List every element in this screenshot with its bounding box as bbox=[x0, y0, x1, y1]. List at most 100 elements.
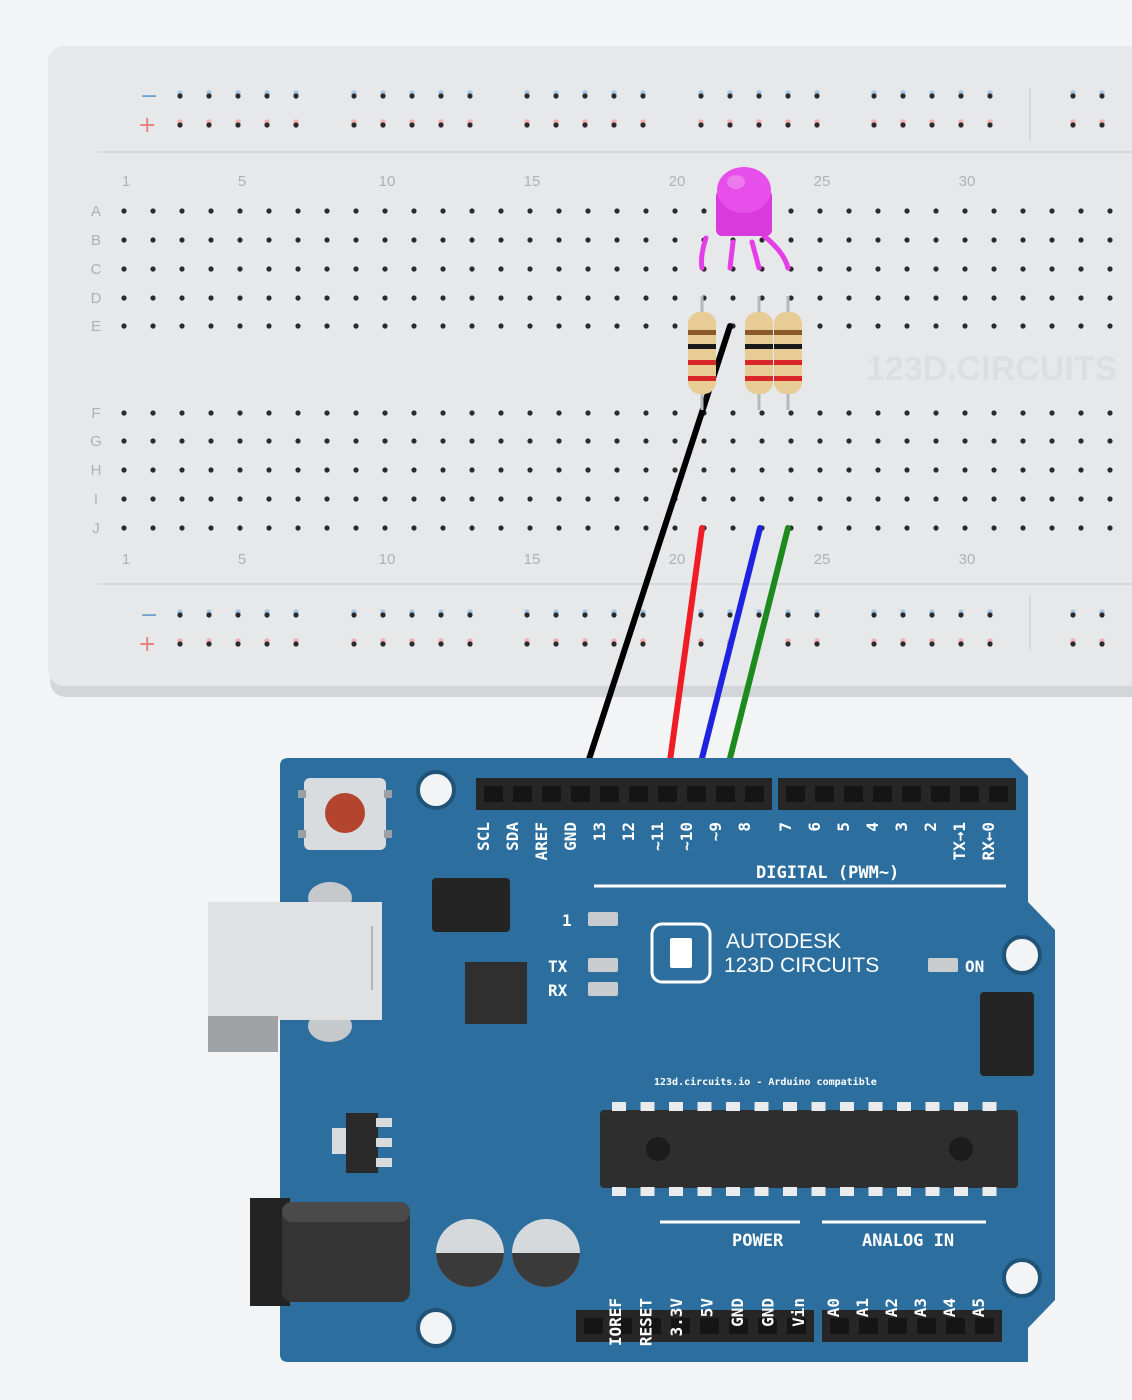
header-pin-socket[interactable] bbox=[745, 786, 764, 802]
row-letter: C bbox=[91, 261, 102, 278]
header-pin-socket[interactable] bbox=[687, 786, 706, 802]
header-pin-socket[interactable] bbox=[513, 786, 532, 802]
header-analog[interactable] bbox=[822, 1310, 1002, 1342]
capacitors bbox=[436, 1219, 580, 1287]
pin-label: 12 bbox=[619, 822, 638, 841]
header-digital-left[interactable] bbox=[476, 778, 772, 810]
analog-in-label: ANALOG IN bbox=[862, 1231, 954, 1251]
header-pin-socket[interactable] bbox=[931, 786, 950, 802]
gnd-wire bbox=[576, 323, 733, 793]
wires[interactable] bbox=[576, 323, 791, 793]
header-pin-socket[interactable] bbox=[613, 1318, 632, 1334]
green-wire bbox=[719, 525, 791, 793]
breadboard[interactable]: 123D.CIRCUITS − + − + 115510101515202025… bbox=[48, 46, 1132, 697]
arduino-board[interactable]: 1 TX RX ON AUTODESK 123D CIRCUITS 123d.c… bbox=[208, 758, 1055, 1362]
column-number: 5 bbox=[238, 173, 246, 190]
pin-label: SCL bbox=[474, 822, 493, 851]
column-number: 1 bbox=[122, 173, 130, 190]
icsp-header-left bbox=[432, 878, 510, 932]
resistor-1 bbox=[688, 296, 716, 410]
resistor-3 bbox=[774, 296, 802, 410]
pin-label: A4 bbox=[940, 1298, 959, 1317]
icsp-header-right bbox=[980, 992, 1034, 1076]
header-pin-socket[interactable] bbox=[729, 1318, 748, 1334]
pin-label: TX→1 bbox=[950, 822, 969, 861]
header-pin-socket[interactable] bbox=[859, 1318, 878, 1334]
pin-label: GND bbox=[561, 822, 580, 851]
pin-label: SDA bbox=[503, 822, 522, 851]
led-rx-label: RX bbox=[548, 981, 568, 1000]
red-wire bbox=[663, 525, 705, 793]
row-letter: H bbox=[91, 462, 102, 479]
header-digital-right[interactable] bbox=[778, 778, 1016, 810]
digital-pwm-label: DIGITAL (PWM~) bbox=[756, 863, 899, 883]
header-pin-socket[interactable] bbox=[815, 786, 834, 802]
column-number: 30 bbox=[959, 551, 976, 568]
resistors[interactable] bbox=[688, 296, 802, 410]
header-pin-socket[interactable] bbox=[960, 786, 979, 802]
header-pin-socket[interactable] bbox=[975, 1318, 994, 1334]
autodesk-logo bbox=[650, 922, 712, 984]
voltage-regulator bbox=[332, 1113, 392, 1173]
header-pin-socket[interactable] bbox=[917, 1318, 936, 1334]
rail-minus-top: − bbox=[140, 84, 158, 109]
pin-label: 3 bbox=[892, 822, 911, 832]
header-pin-socket[interactable] bbox=[902, 786, 921, 802]
column-number: 1 bbox=[122, 551, 130, 568]
pin-label: Vin bbox=[789, 1298, 808, 1327]
header-pin-socket[interactable] bbox=[758, 1318, 777, 1334]
header-pin-socket[interactable] bbox=[716, 786, 735, 802]
rgb-led[interactable] bbox=[699, 167, 791, 271]
microcontroller-pins bbox=[612, 1102, 997, 1196]
pin-label: ~9 bbox=[706, 822, 725, 841]
onboard-leds bbox=[588, 912, 958, 996]
header-pin-socket[interactable] bbox=[584, 1318, 603, 1334]
header-pin-socket[interactable] bbox=[484, 786, 503, 802]
header-pin-socket[interactable] bbox=[700, 1318, 719, 1334]
pin-label: A5 bbox=[969, 1298, 988, 1317]
column-number: 30 bbox=[959, 173, 976, 190]
header-pin-socket[interactable] bbox=[600, 786, 619, 802]
header-pin-socket[interactable] bbox=[629, 786, 648, 802]
header-pin-socket[interactable] bbox=[642, 1318, 661, 1334]
header-pin-socket[interactable] bbox=[946, 1318, 965, 1334]
rail-minus-bottom: − bbox=[140, 603, 158, 628]
header-pin-socket[interactable] bbox=[571, 786, 590, 802]
header-pin-socket[interactable] bbox=[844, 786, 863, 802]
header-pin-socket[interactable] bbox=[787, 1318, 806, 1334]
reset-button[interactable] bbox=[298, 778, 392, 850]
breadboard-watermark: 123D.CIRCUITS bbox=[866, 350, 1117, 388]
header-pin-socket[interactable] bbox=[658, 786, 677, 802]
row-letter: I bbox=[94, 491, 98, 508]
column-number: 25 bbox=[814, 173, 831, 190]
pin-label: IOREF bbox=[606, 1298, 625, 1346]
blue-wire bbox=[691, 525, 763, 793]
pin-label: 5 bbox=[834, 822, 853, 832]
rail-plus-bottom: + bbox=[138, 632, 156, 657]
power-jack bbox=[250, 1198, 410, 1306]
pin-label: 4 bbox=[863, 822, 882, 832]
pin-label: RESET bbox=[637, 1298, 656, 1346]
pin-label: 13 bbox=[590, 822, 609, 841]
pin-label: GND bbox=[728, 1298, 747, 1327]
pin-label: A0 bbox=[824, 1298, 843, 1317]
header-pin-socket[interactable] bbox=[542, 786, 561, 802]
header-power[interactable] bbox=[576, 1310, 814, 1342]
column-number: 15 bbox=[524, 551, 541, 568]
pin-label: 5V bbox=[698, 1298, 717, 1318]
header-pin-socket[interactable] bbox=[873, 786, 892, 802]
header-pin-socket[interactable] bbox=[989, 786, 1008, 802]
pin-label: ~11 bbox=[648, 822, 667, 851]
usb-chip bbox=[465, 962, 527, 1024]
header-pin-socket[interactable] bbox=[830, 1318, 849, 1334]
header-pin-socket[interactable] bbox=[786, 786, 805, 802]
header-pin-socket[interactable] bbox=[671, 1318, 690, 1334]
pin-label: A3 bbox=[911, 1298, 930, 1317]
column-number: 10 bbox=[379, 551, 396, 568]
header-pin-socket[interactable] bbox=[888, 1318, 907, 1334]
usb-connector bbox=[208, 882, 382, 1052]
